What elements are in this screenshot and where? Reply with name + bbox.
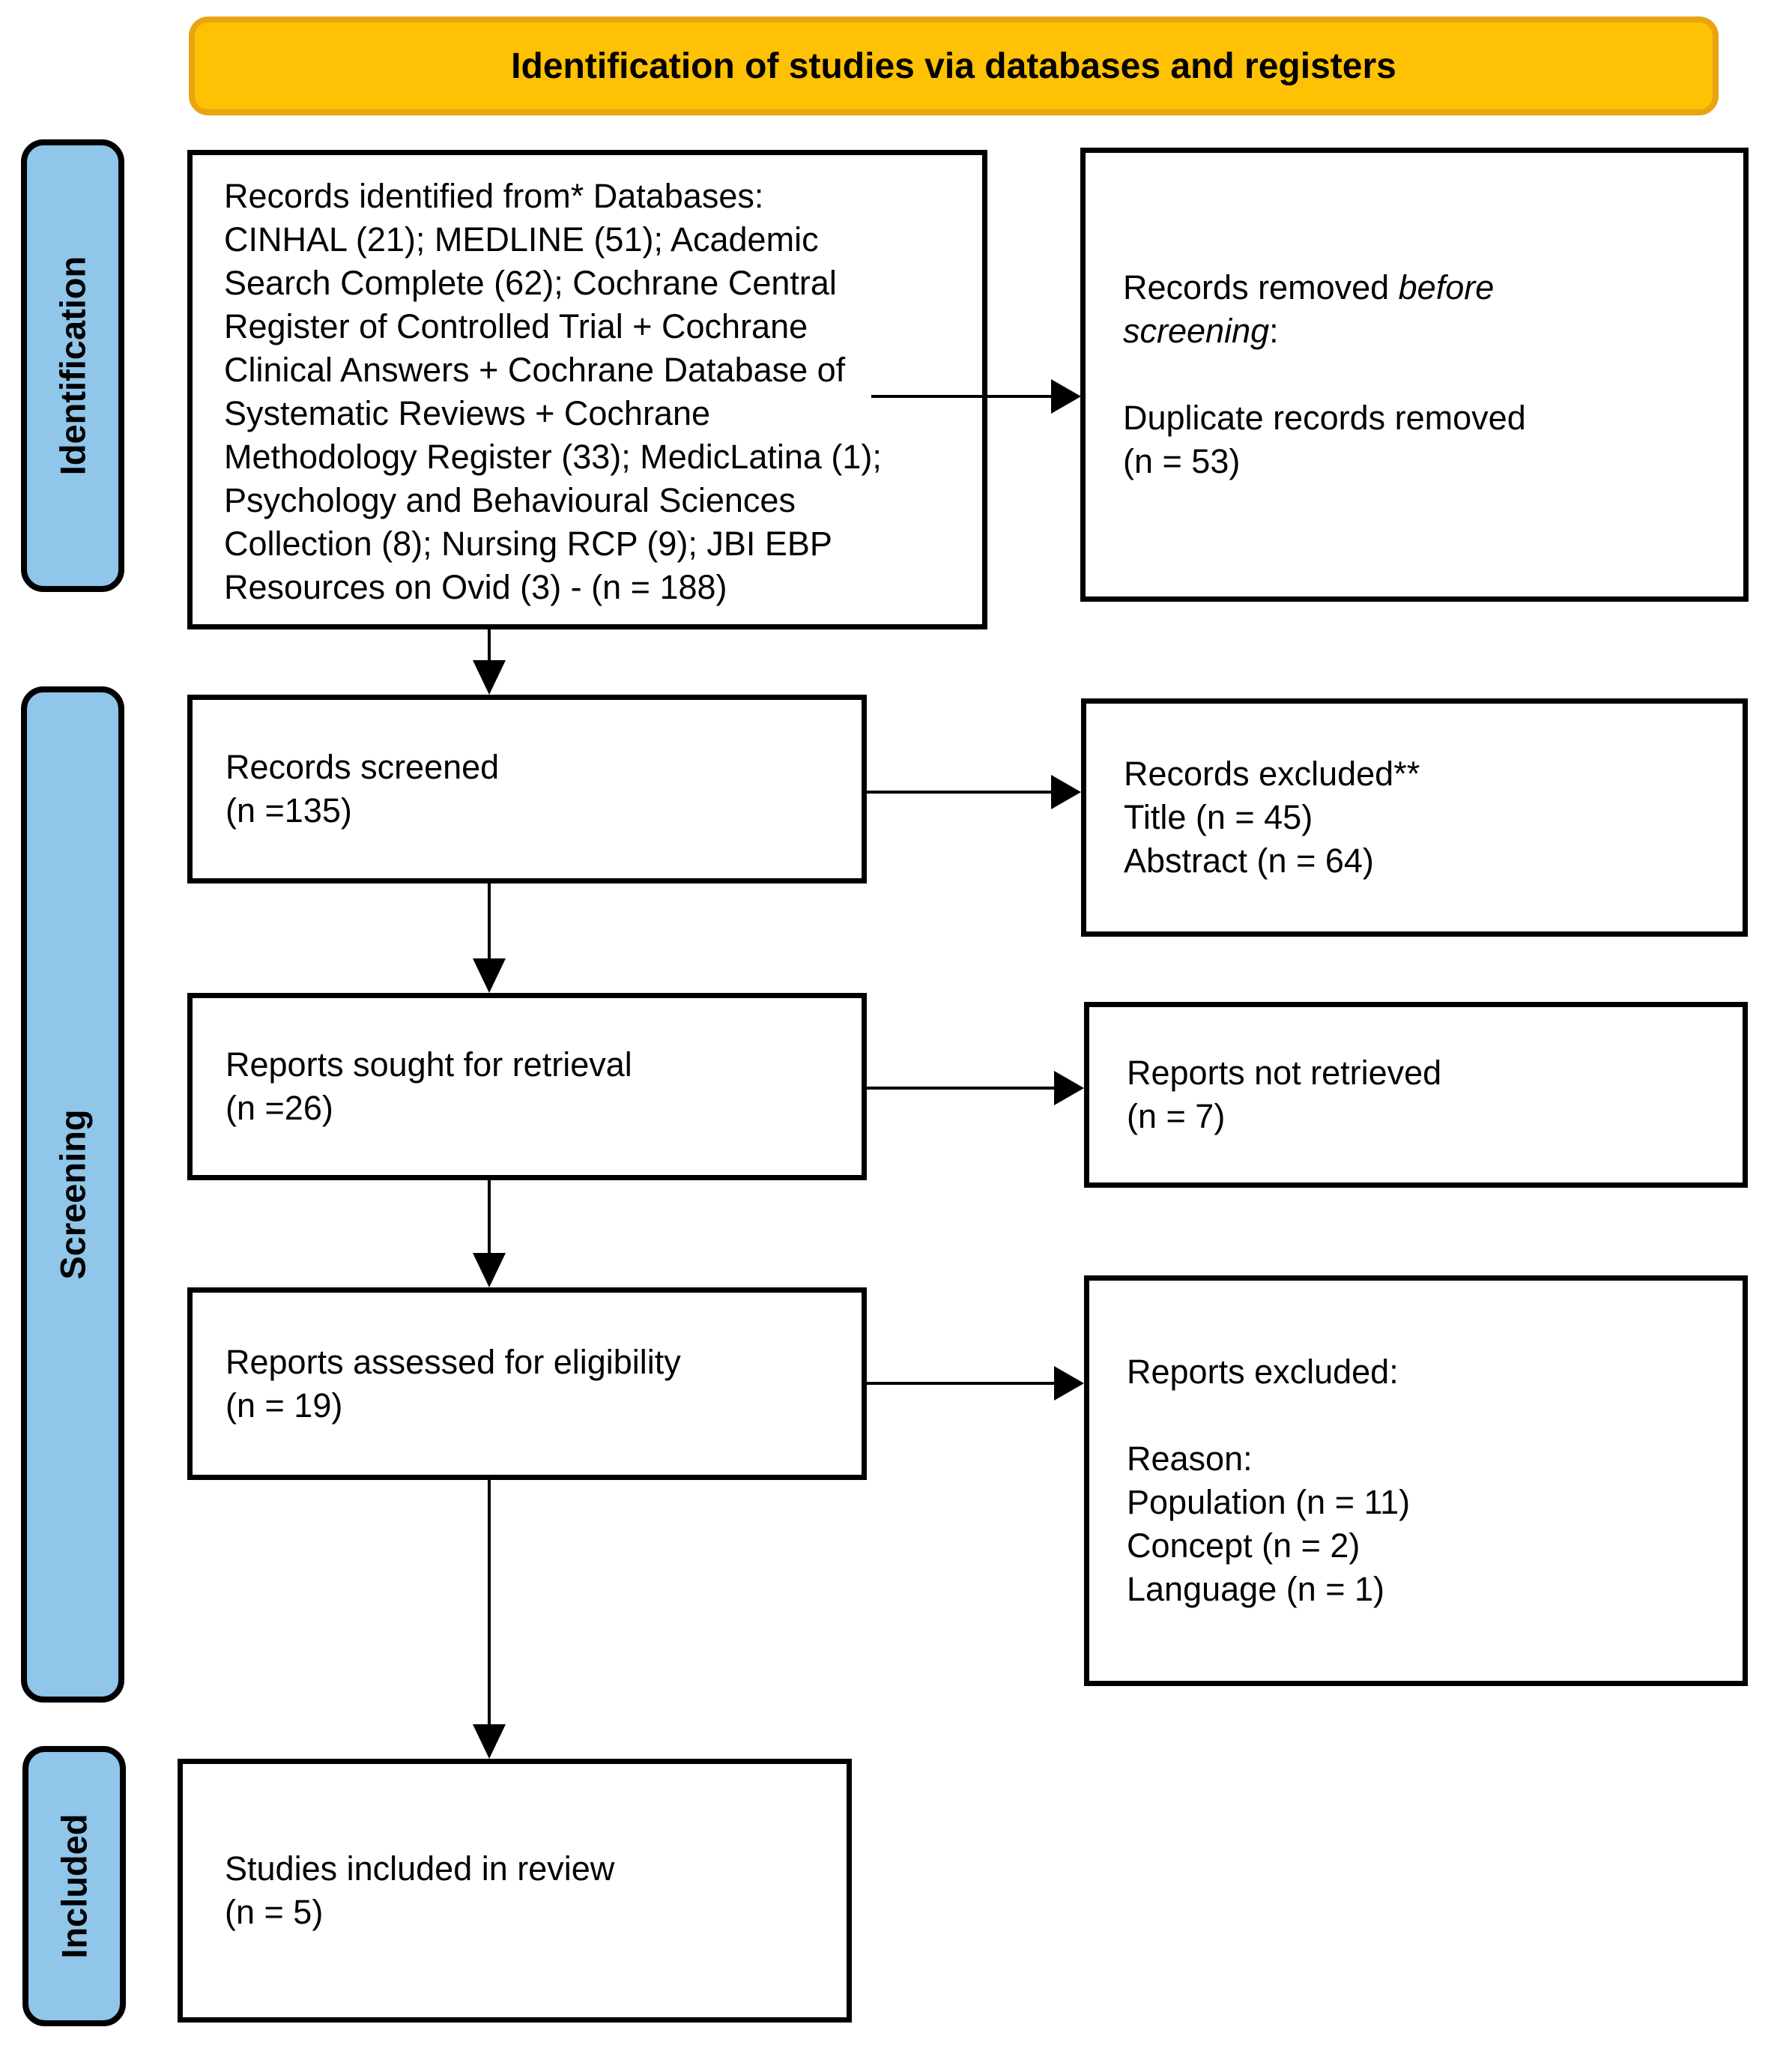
box-line: (n =135) [225, 791, 352, 830]
box-line: (n = 53) [1123, 442, 1241, 480]
arrow-down-icon [473, 1253, 506, 1287]
stage-screening: Screening [21, 686, 124, 1703]
box-studies-included: Studies included in review (n = 5) [178, 1759, 852, 2023]
box-line: Population (n = 11) [1127, 1483, 1411, 1521]
banner-title: Identification of studies via databases … [511, 46, 1396, 86]
box-line: Reports excluded: [1127, 1353, 1399, 1391]
arrow-down-icon [473, 1724, 506, 1759]
banner: Identification of studies via databases … [189, 16, 1719, 115]
stage-included-label: Included [54, 1813, 94, 1959]
box-line: (n = 7) [1127, 1097, 1226, 1135]
box-line-blank [1127, 1394, 1743, 1437]
box-line: Clinical Answers + Cochrane Database of [224, 351, 846, 389]
box-line: Duplicate records removed [1123, 399, 1526, 437]
arrow-line [488, 629, 491, 663]
box-records-identified: Records identified from* Databases: CINH… [187, 150, 987, 629]
box-records-removed: Records removed before screening: Duplic… [1080, 148, 1749, 602]
arrow-line [865, 791, 1053, 794]
box-records-excluded: Records excluded** Title (n = 45) Abstra… [1081, 698, 1748, 937]
box-line: Reports sought for retrieval [225, 1045, 632, 1084]
arrow-right-icon [1054, 1366, 1084, 1401]
stage-identification-label: Identification [52, 256, 93, 476]
arrow-line [865, 1382, 1056, 1385]
box-line: Concept (n = 2) [1127, 1526, 1360, 1565]
box-line: CINHAL (21); MEDLINE (51); Academic [224, 220, 819, 259]
box-line: (n =26) [225, 1089, 333, 1127]
stage-identification: Identification [21, 139, 124, 592]
arrow-line [865, 1087, 1056, 1090]
box-line: (n = 5) [225, 1893, 324, 1931]
arrow-right-icon [1051, 775, 1081, 809]
box-line: Reason: [1127, 1440, 1253, 1478]
box-line: (n = 19) [225, 1386, 343, 1425]
arrow-line [488, 1180, 491, 1254]
box-reports-not-retrieved: Reports not retrieved (n = 7) [1084, 1002, 1748, 1188]
arrow-line [488, 1480, 491, 1726]
box-line: Records excluded** [1124, 755, 1420, 793]
box-line: Register of Controlled Trial + Cochrane [224, 307, 808, 345]
box-line: Abstract (n = 64) [1124, 842, 1374, 880]
box-line: Records identified from* Databases: [224, 177, 764, 215]
box-line: Methodology Register (33); MedicLatina (… [224, 438, 882, 476]
box-line: Language (n = 1) [1127, 1570, 1385, 1608]
arrow-line [488, 883, 491, 960]
box-line: Title (n = 45) [1124, 798, 1313, 836]
box-line: Search Complete (62); Cochrane Central [224, 264, 837, 302]
box-line: Reports assessed for eligibility [225, 1342, 681, 1381]
stage-included: Included [22, 1746, 126, 2026]
box-line: Studies included in review [225, 1849, 615, 1888]
box-line: Systematic Reviews + Cochrane [224, 394, 711, 432]
box-reports-sought: Reports sought for retrieval (n =26) [187, 993, 867, 1180]
arrow-down-icon [473, 660, 506, 695]
box-line: Records screened [225, 748, 500, 786]
box-line: Resources on Ovid (3) - (n = 188) [224, 568, 727, 606]
box-records-screened: Records screened (n =135) [187, 695, 867, 883]
arrow-right-icon [1054, 1071, 1084, 1105]
box-line: Records removed before [1123, 268, 1495, 306]
box-line-blank [1123, 353, 1743, 396]
arrow-line [871, 395, 1053, 398]
box-line: Psychology and Behavioural Sciences [224, 481, 796, 519]
box-reports-assessed: Reports assessed for eligibility (n = 19… [187, 1287, 867, 1480]
box-line: screening: [1123, 312, 1279, 350]
box-line: Collection (8); Nursing RCP (9); JBI EBP [224, 525, 832, 563]
box-reports-excluded-reasons: Reports excluded: Reason: Population (n … [1084, 1275, 1748, 1686]
box-line: Reports not retrieved [1127, 1054, 1442, 1092]
stage-screening-label: Screening [52, 1109, 93, 1280]
arrow-down-icon [473, 958, 506, 993]
arrow-right-icon [1051, 379, 1081, 414]
